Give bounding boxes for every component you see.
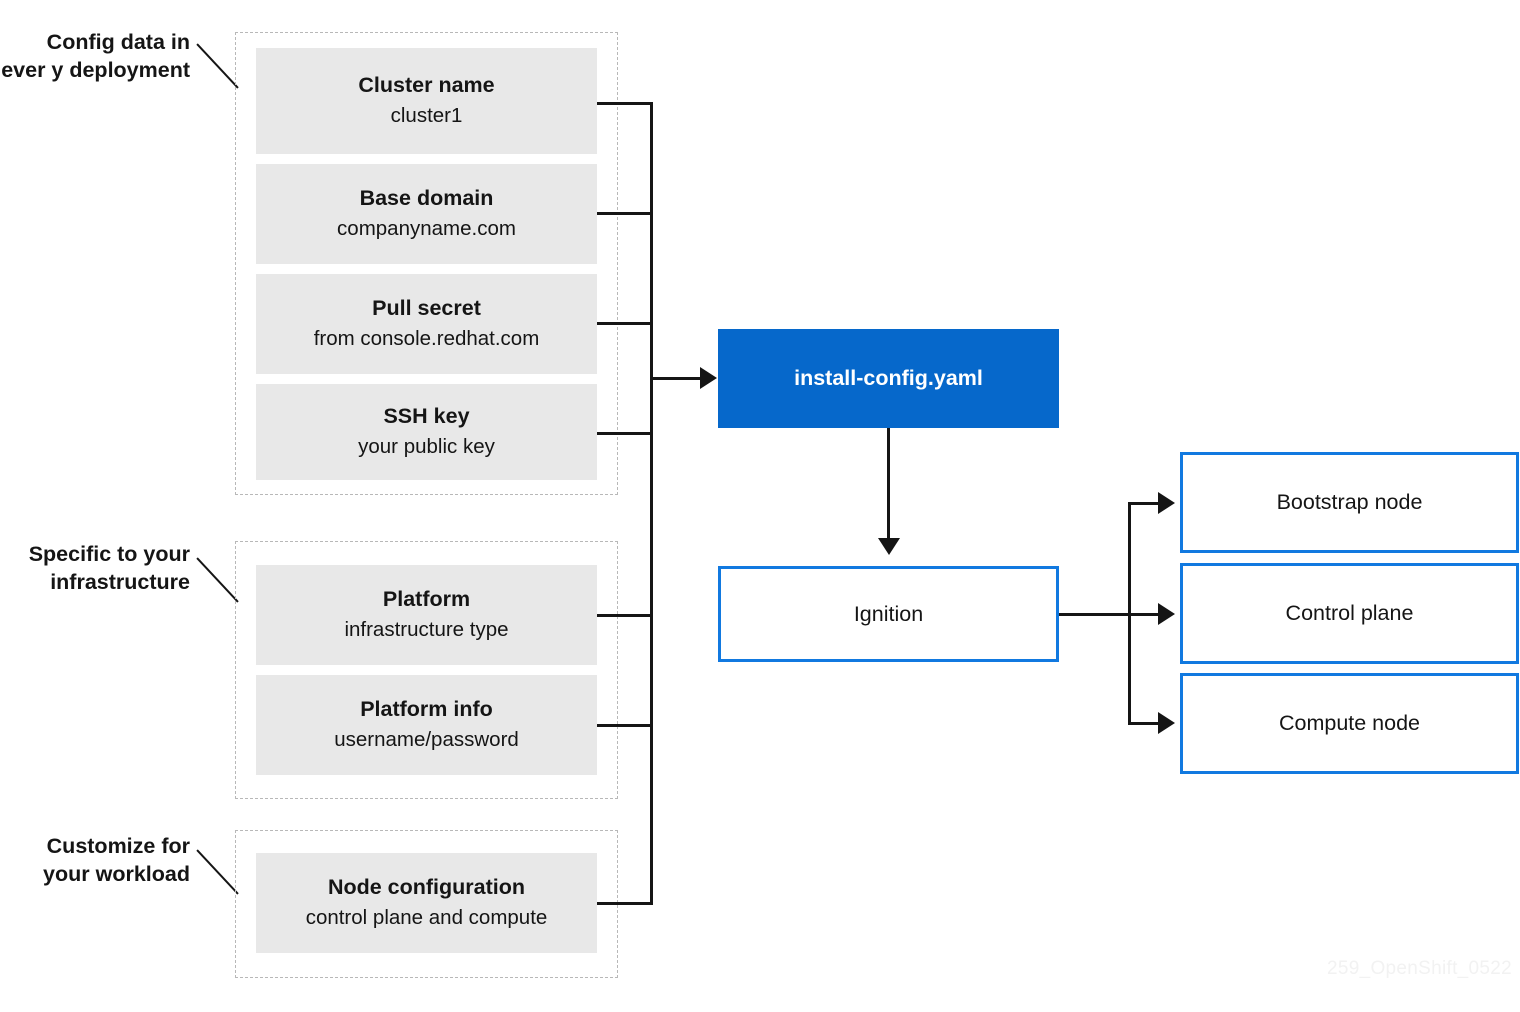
card-subtitle: control plane and compute: [305, 906, 548, 930]
card-pull-secret[interactable]: Pull secret from console.redhat.com: [256, 274, 597, 374]
box-control-plane[interactable]: Control plane: [1180, 563, 1519, 664]
connector-cluster-name: [597, 102, 652, 105]
connector-ssh-key: [597, 432, 652, 435]
connector-node-configuration: [597, 902, 652, 905]
box-install-config-label: install-config.yaml: [794, 366, 983, 390]
card-subtitle: companyname.com: [337, 217, 516, 241]
annotation-workload: Customize for your workload: [43, 834, 190, 887]
arrow-bootstrap-node: [1158, 492, 1175, 514]
card-title: Node configuration: [327, 875, 526, 900]
arrow-ignition: [878, 538, 900, 555]
arrow-compute-node: [1158, 712, 1175, 734]
box-install-config[interactable]: install-config.yaml: [718, 329, 1059, 428]
card-title: SSH key: [383, 404, 470, 429]
connector-to-control-plane: [1128, 613, 1160, 616]
card-title: Pull secret: [372, 296, 481, 321]
box-control-plane-label: Control plane: [1285, 601, 1414, 625]
card-base-domain[interactable]: Base domain companyname.com: [256, 164, 597, 264]
card-ssh-key[interactable]: SSH key your public key: [256, 384, 597, 480]
watermark-label: 259_OpenShift_0522: [1327, 958, 1512, 979]
box-bootstrap-node[interactable]: Bootstrap node: [1180, 452, 1519, 553]
group-infrastructure: [235, 541, 618, 799]
connector-install-config-to-ignition: [887, 428, 890, 540]
connector-platform-info: [597, 724, 652, 727]
group-config-data: [235, 32, 618, 495]
box-ignition[interactable]: Ignition: [718, 566, 1059, 662]
connector-pull-secret: [597, 322, 652, 325]
connector-platform: [597, 614, 652, 617]
card-subtitle: your public key: [358, 435, 495, 459]
card-cluster-name[interactable]: Cluster name cluster1: [256, 48, 597, 154]
annotation-config-data: Config data in ever y deployment: [1, 30, 190, 83]
leader-line-config-data: [196, 43, 239, 89]
card-subtitle: cluster1: [390, 104, 463, 128]
box-ignition-label: Ignition: [853, 601, 924, 626]
card-subtitle: username/password: [334, 728, 519, 752]
card-title: Platform info: [360, 697, 493, 722]
leader-line-infrastructure: [196, 557, 239, 603]
card-title: Base domain: [359, 186, 494, 211]
connector-ignition-out: [1059, 613, 1141, 616]
connector-bus-vertical: [650, 102, 653, 905]
card-title: Platform: [382, 587, 471, 612]
annotation-infrastructure: Specific to your infrastructure: [28, 542, 190, 595]
box-bootstrap-node-label: Bootstrap node: [1276, 490, 1423, 514]
card-title: Cluster name: [358, 73, 495, 98]
card-subtitle: from console.redhat.com: [313, 327, 540, 351]
card-node-configuration[interactable]: Node configuration control plane and com…: [256, 853, 597, 953]
leader-line-workload: [196, 849, 239, 895]
card-platform[interactable]: Platform infrastructure type: [256, 565, 597, 665]
connector-to-bootstrap-node: [1128, 502, 1160, 505]
connector-base-domain: [597, 212, 652, 215]
connector-to-compute-node: [1128, 722, 1160, 725]
arrow-install-config: [700, 367, 717, 389]
arrow-control-plane: [1158, 603, 1175, 625]
card-platform-info[interactable]: Platform info username/password: [256, 675, 597, 775]
box-compute-node-label: Compute node: [1278, 711, 1421, 735]
card-subtitle: infrastructure type: [344, 618, 509, 642]
box-compute-node[interactable]: Compute node: [1180, 673, 1519, 774]
connector-bus-to-install-config: [650, 377, 700, 380]
